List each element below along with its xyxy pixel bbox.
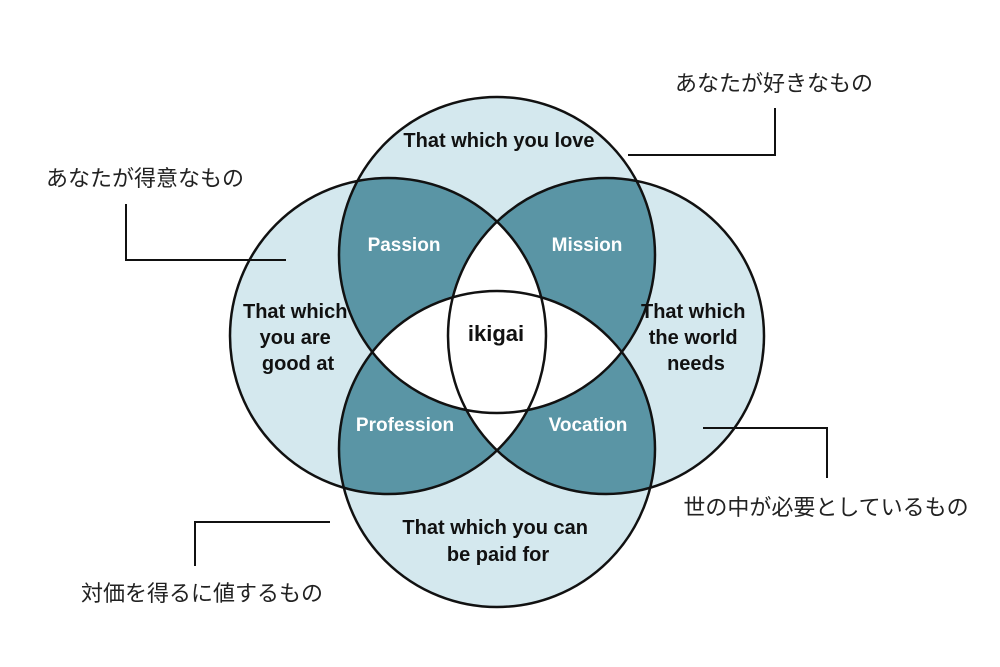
label-ikigai: ikigai [468, 321, 524, 346]
leader-world-needs [703, 427, 828, 478]
label-vocation: Vocation [549, 415, 628, 436]
leader-love [628, 108, 776, 156]
label-passion: Passion [368, 235, 441, 256]
leader-paid-for [194, 521, 330, 566]
annotation-good-at: あなたが得意なもの [46, 167, 244, 192]
label-profession: Profession [356, 415, 454, 436]
label-mission: Mission [552, 235, 623, 256]
annotation-paid-for: 対価を得るに値するもの [81, 582, 323, 607]
leader-good-at [125, 204, 286, 261]
annotation-world-needs: 世の中が必要としているもの [683, 496, 968, 521]
label-world-needs: That which the world needs [641, 301, 751, 375]
label-paid-for: That which you can be paid for [402, 517, 593, 566]
label-love: That which you love [403, 130, 594, 152]
label-good-at: That which you are good at [243, 301, 353, 375]
annotation-love: あなたが好きなもの [675, 72, 873, 97]
